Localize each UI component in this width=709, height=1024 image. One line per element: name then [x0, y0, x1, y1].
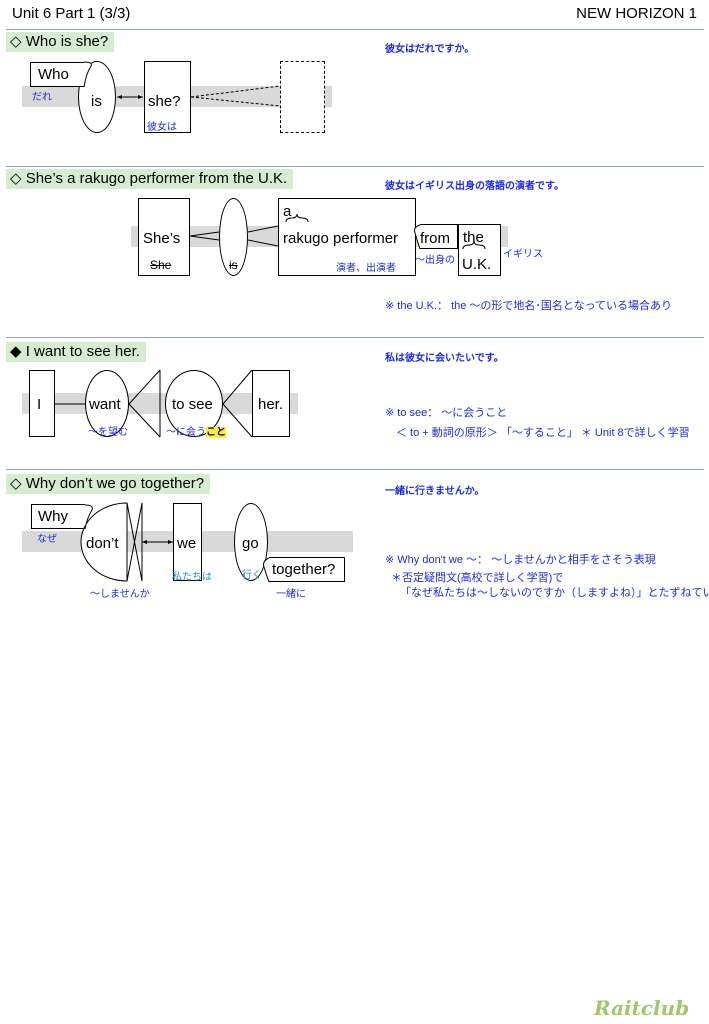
speech-box-who: [30, 62, 84, 87]
section3-note-2: ＜ to + 動詞の原形＞ 「〜すること」 ＊ Unit 8で詳しく学習: [396, 427, 690, 439]
section2-note: ※ the U.K.： the 〜の形で地名･国名となっている場合あり: [385, 300, 673, 312]
label-dare: だれ: [32, 92, 52, 103]
word-her: her.: [258, 396, 284, 413]
label-iku: 行く: [242, 570, 262, 581]
prep-box-from: [420, 224, 458, 249]
word-i: I: [37, 396, 42, 413]
section4-note-3: 「なぜ私たちは〜しないのですか（しますよね）」とたずねている: [400, 587, 709, 599]
section3-title: ◆ I want to see her.: [6, 342, 146, 362]
word-is-struck: is: [229, 258, 238, 272]
unit-title: Unit 6 Part 1 (3/3): [12, 5, 131, 22]
label-nozomu: 〜を望む: [88, 427, 128, 438]
word-box-uk: [458, 224, 501, 276]
section3-translation: 私は彼女に会いたいです。: [385, 353, 504, 364]
section4-note-2: ＊否定疑問文(高校で詳しく学習)で: [391, 572, 564, 584]
label-naze: なぜ: [37, 534, 57, 545]
label-kanojo: 彼女は: [147, 122, 177, 133]
word-to-see: to see: [172, 396, 213, 413]
label-niau-group: 〜に会うこと: [166, 422, 226, 440]
verb-ellipse-want: [85, 370, 129, 437]
label-watashitachi: 私たちは: [172, 572, 212, 583]
word-she-struck: She: [150, 258, 172, 272]
textbook-title: NEW HORIZON 1: [576, 5, 697, 22]
word-the: the: [463, 229, 484, 246]
divider: [6, 469, 704, 470]
raitclub-logo: Raitclub: [594, 996, 690, 1020]
label-shimasenka: 〜しませんか: [90, 589, 150, 600]
word-rakugo-performer: rakugo performer: [283, 230, 399, 247]
speech-box-why: [31, 504, 85, 529]
word-shes: She’s: [143, 230, 181, 247]
word-box-she: [144, 61, 191, 133]
word-box-we: [173, 503, 202, 581]
word-go: go: [242, 535, 259, 552]
verb-ellipse-to-see: [165, 370, 223, 437]
word-a: a: [283, 203, 292, 220]
section4-translation: 一緒に行きませんか。: [385, 486, 485, 497]
section2-translation: 彼女はイギリス出身の落語の演者です。: [385, 181, 564, 192]
word-uk: U.K.: [462, 256, 492, 273]
word-together: together?: [272, 561, 336, 578]
section4-title: ◇ Why don’t we go together?: [6, 474, 211, 494]
verb-ellipse-go: [234, 503, 268, 581]
label-issho: 一緒に: [276, 589, 306, 600]
word-box-rakugo: [278, 198, 416, 276]
word-box-i: [29, 370, 55, 437]
label-igirisu: イギリス: [503, 249, 543, 260]
word-dont: don’t: [86, 535, 119, 552]
word-is: is: [91, 93, 102, 110]
empty-complement-box: [280, 61, 325, 133]
word-we: we: [177, 535, 197, 552]
word-who: Who: [38, 66, 69, 83]
word-want: want: [89, 396, 121, 413]
divider: [6, 29, 704, 30]
word-box-together: [269, 557, 345, 582]
word-box-her: [252, 370, 290, 437]
word-box-shes: [138, 198, 190, 276]
verb-ellipse-is: [219, 198, 248, 276]
section3-note-1: ※ to see： 〜に会うこと: [385, 407, 508, 419]
section2-title: ◇ She’s a rakugo performer from the U.K.: [6, 169, 294, 189]
divider: [6, 166, 704, 167]
word-why: Why: [38, 508, 68, 525]
label-shusshin: 〜出身の: [415, 255, 455, 266]
word-she: she?: [148, 93, 181, 110]
label-niau: 〜に会う: [166, 427, 206, 438]
section4-note-1: ※ Why don't we 〜： 〜しませんかと相手をさそう表現: [385, 554, 656, 566]
divider: [6, 337, 704, 338]
word-from: from: [420, 230, 450, 247]
label-enja: 演者、出演者: [336, 263, 396, 274]
label-koto: こと: [206, 427, 226, 438]
section1-translation: 彼女はだれですか。: [385, 44, 475, 55]
section1-title: ◇ Who is she?: [6, 32, 115, 52]
